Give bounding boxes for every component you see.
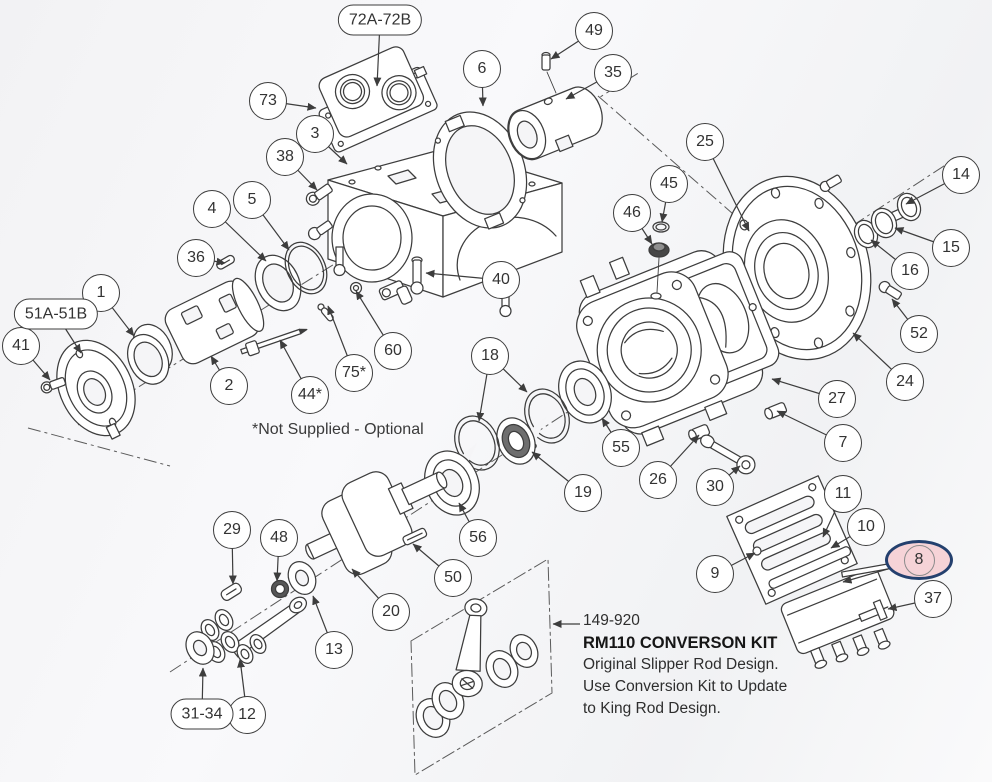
callout-26[interactable]: 26	[639, 461, 677, 499]
callout-45[interactable]: 45	[650, 165, 688, 203]
conversion-kit-note: 149-920 RM110 CONVERSON KIT Original Sli…	[583, 610, 787, 720]
not-supplied-note: *Not Supplied - Optional	[252, 421, 424, 438]
highlighted-callout-8[interactable]: 8	[885, 540, 953, 580]
callout-24[interactable]: 24	[886, 363, 924, 401]
kit-part-number: 149-920	[583, 612, 640, 629]
callout-14[interactable]: 14	[942, 156, 980, 194]
seal-19	[496, 417, 536, 465]
callout-16[interactable]: 16	[891, 252, 929, 290]
callout-73[interactable]: 73	[249, 82, 287, 120]
king-rod	[451, 598, 488, 698]
washer-31-34	[185, 631, 215, 665]
pin-29	[220, 582, 243, 601]
discharge-manifold	[318, 46, 438, 153]
bearing-1	[127, 323, 173, 385]
callout-3[interactable]: 3	[296, 115, 334, 153]
callout-2[interactable]: 2	[210, 367, 248, 405]
callout-56[interactable]: 56	[459, 519, 497, 557]
pump-body	[576, 221, 788, 475]
bearing-cover-assembly	[40, 241, 328, 440]
callout-27[interactable]: 27	[818, 380, 856, 418]
flange-bolt	[819, 174, 842, 193]
callout-35[interactable]: 35	[594, 54, 632, 92]
callout-38[interactable]: 38	[266, 138, 304, 176]
callout-60[interactable]: 60	[374, 332, 412, 370]
kit-line-1: Original Slipper Rod Design.	[583, 656, 779, 673]
callout-5[interactable]: 5	[233, 181, 271, 219]
callout-19[interactable]: 19	[564, 474, 602, 512]
callout-37[interactable]: 37	[914, 580, 952, 618]
elbow-fitting	[378, 280, 413, 305]
callout-4[interactable]: 4	[193, 190, 231, 228]
callout-29[interactable]: 29	[213, 511, 251, 549]
callout-52[interactable]: 52	[900, 315, 938, 353]
callout-11[interactable]: 11	[824, 475, 862, 513]
callout-75star[interactable]: 75*	[335, 354, 373, 392]
bolt-41	[40, 377, 67, 394]
callout-13[interactable]: 13	[315, 631, 353, 669]
callout-41[interactable]: 41	[2, 327, 40, 365]
callout-30[interactable]: 30	[696, 468, 734, 506]
callout-55[interactable]: 55	[602, 429, 640, 467]
callout-12[interactable]: 12	[228, 696, 266, 734]
shaft-clamp	[507, 51, 603, 161]
callout-20[interactable]: 20	[372, 593, 410, 631]
callout-6[interactable]: 6	[463, 50, 501, 88]
kit-title: RM110 CONVERSON KIT	[583, 634, 778, 652]
slipper-rod-assembly	[185, 596, 308, 665]
valve-plate-assembly	[726, 475, 858, 605]
crankshaft	[220, 471, 448, 601]
callout-25[interactable]: 25	[686, 123, 724, 161]
o-ring-5	[284, 241, 328, 295]
retaining-ring	[454, 415, 500, 471]
callout-10[interactable]: 10	[847, 508, 885, 546]
callout-44star[interactable]: 44*	[291, 376, 329, 414]
valve-gasket	[432, 111, 528, 230]
shaft-key-50	[402, 527, 428, 546]
callout-50[interactable]: 50	[434, 559, 472, 597]
callout-51a-51b[interactable]: 51A-51B	[13, 298, 99, 330]
stud-37	[858, 599, 888, 622]
cylinder-sleeve-2	[164, 277, 265, 365]
kit-line-3: to King Rod Design.	[583, 700, 721, 717]
rod-44	[240, 328, 308, 357]
callout-46[interactable]: 46	[613, 194, 651, 232]
callout-8: 8	[903, 544, 935, 576]
callout-7[interactable]: 7	[824, 424, 862, 462]
callout-15[interactable]: 15	[932, 229, 970, 267]
callout-40[interactable]: 40	[482, 261, 520, 299]
callout-31-34[interactable]: 31-34	[170, 698, 234, 730]
callout-18[interactable]: 18	[471, 337, 509, 375]
callout-48[interactable]: 48	[260, 519, 298, 557]
callout-9[interactable]: 9	[696, 555, 734, 593]
retaining-ring	[524, 388, 570, 444]
callout-36[interactable]: 36	[177, 239, 215, 277]
washer-13	[287, 561, 317, 595]
conversion-kit-inset	[410, 558, 553, 776]
kit-line-2: Use Conversion Kit to Update	[583, 678, 788, 695]
callout-72a-72b[interactable]: 72A-72B	[337, 4, 423, 36]
bearing-train	[424, 360, 612, 516]
connecting-rod-30	[700, 434, 756, 475]
bolt-52	[878, 280, 902, 300]
callout-49[interactable]: 49	[575, 12, 613, 50]
manifold-base	[780, 563, 895, 669]
